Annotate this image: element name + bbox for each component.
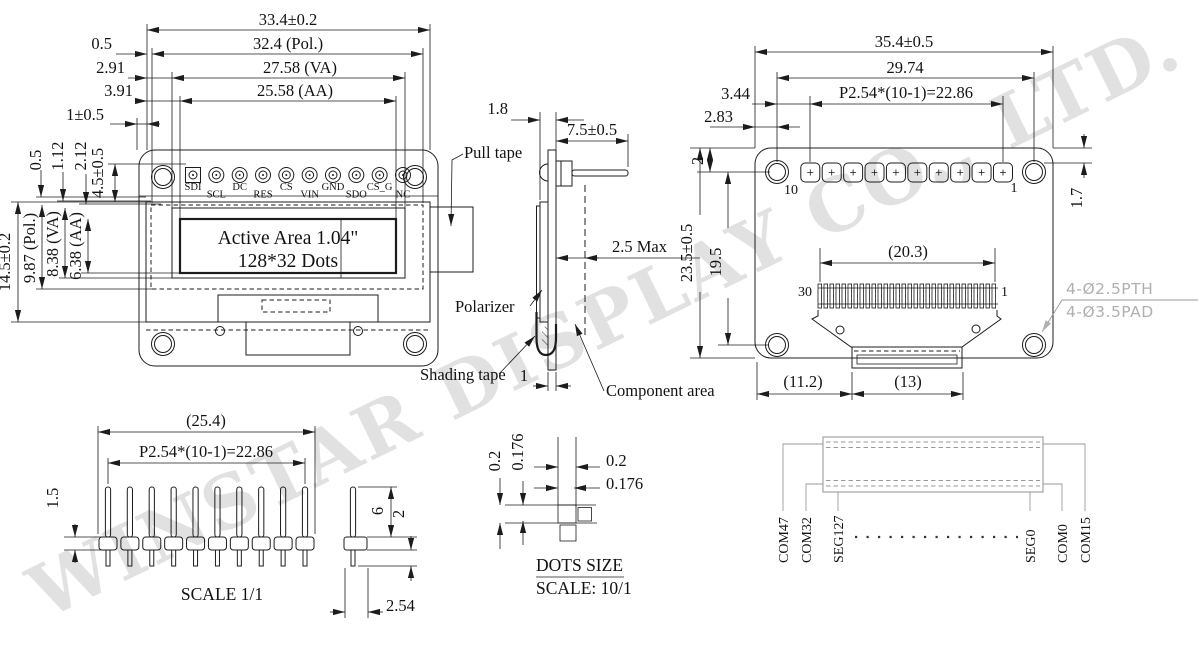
fpc-connector xyxy=(817,283,998,309)
polarizer-side xyxy=(536,205,541,319)
dim-29-74: 29.74 xyxy=(886,58,923,77)
pin-label: CS_G xyxy=(367,182,393,193)
dim-v-0-2: 0.2 xyxy=(485,451,504,472)
dim-h-0-176: 0.176 xyxy=(606,474,643,493)
solder-pad-row xyxy=(800,162,1013,183)
component-area-label: Component area xyxy=(606,381,715,400)
dim-19-5: 19.5 xyxy=(706,248,725,277)
dim-1-0-5: 1±0.5 xyxy=(66,105,104,124)
dim-25-58: 25.58 (AA) xyxy=(257,81,333,100)
header-pins xyxy=(98,486,315,567)
shading-tape-wrap xyxy=(535,312,558,357)
fpc-num-30: 30 xyxy=(798,285,812,300)
scale-1-1-label: SCALE 1/1 xyxy=(181,584,263,604)
dim-2-5-max: 2.5 Max xyxy=(612,237,668,256)
pin-header-view: (25.4) P2.54*(10-1)=22.86 1.5 6 2 2.54 S… xyxy=(43,411,417,618)
pin-label: SDI xyxy=(185,182,202,193)
dim-h-0-2: 0.2 xyxy=(606,451,627,470)
polarizer-label: Polarizer xyxy=(455,297,515,316)
label-com32: COM32 xyxy=(800,517,815,563)
label-seg127: SEG127 xyxy=(832,516,847,563)
hole-note-pth: 4-Ø2.5PTH xyxy=(1066,280,1153,298)
pin-label: DC xyxy=(232,182,247,193)
dots-size-scale: SCALE: 10/1 xyxy=(536,578,632,598)
dim-6-38: 6.38 (AA) xyxy=(66,212,85,280)
dim-11-2: (11.2) xyxy=(783,372,822,391)
dim-23-5: 23.5±0.5 xyxy=(677,224,696,283)
dot-cell xyxy=(577,507,592,522)
fpc-fold-hatch xyxy=(217,294,379,356)
back-view: 10 1 35.4±0.5 29.74 P2.54*(10-1)=22.86 3… xyxy=(677,32,1198,400)
label-com15: COM15 xyxy=(1079,517,1094,563)
pad-num-10: 10 xyxy=(784,183,798,198)
dim-2-91: 2.91 xyxy=(96,58,125,77)
pin-label: CS xyxy=(280,182,293,193)
dim-1-8: 1.8 xyxy=(487,99,508,118)
dim-20-3: (20.3) xyxy=(888,242,928,261)
pin-label: SDO xyxy=(346,190,367,201)
bottom-tab xyxy=(851,346,963,369)
pin-label: RES xyxy=(253,190,272,201)
dim-35-4: 35.4±0.5 xyxy=(875,32,934,51)
dim-9-87: 9.87 (Pol.) xyxy=(20,213,39,283)
dim-8-38: 8.38 (VA) xyxy=(43,211,62,277)
dim-33-4: 33.4±0.2 xyxy=(259,10,318,29)
dot-cell xyxy=(559,524,577,542)
label-seg0: SEG0 xyxy=(1024,530,1039,563)
dim-2-83: 2.83 xyxy=(704,107,733,126)
pin-label: NC xyxy=(396,190,411,201)
dim-27-58: 27.58 (VA) xyxy=(263,58,337,77)
dim-25-4: (25.4) xyxy=(186,411,226,430)
hole-note-pad: 4-Ø3.5PAD xyxy=(1066,303,1154,321)
dim-1-12: 1.12 xyxy=(48,142,67,171)
pin-label: VIN xyxy=(300,190,319,201)
label-com0: COM0 xyxy=(1056,524,1071,563)
fpc-num-1: 1 xyxy=(1001,285,1008,300)
dim-2-12: 2.12 xyxy=(71,142,90,171)
dim-v-0-176: 0.176 xyxy=(508,433,527,470)
side-view: 1.8 7.5±0.5 2.5 Max 1 Polarizer Shading … xyxy=(420,99,715,400)
pull-tape-label: Pull tape xyxy=(464,143,522,162)
dim-13: (13) xyxy=(894,372,922,391)
pad-num-1: 1 xyxy=(1011,181,1018,196)
pin-label: GND xyxy=(322,182,345,193)
pin-label: SCL xyxy=(207,190,226,201)
dim-3-91: 3.91 xyxy=(104,81,133,100)
active-area-text: Active Area 1.04" xyxy=(218,228,359,249)
dim-2: 2 xyxy=(688,157,707,165)
dim-1-7: 1.7 xyxy=(1067,188,1086,209)
dim-4-5: 4.5±0.5 xyxy=(88,148,107,198)
dim-3-44: 3.44 xyxy=(721,84,750,103)
shading-tape-label: Shading tape xyxy=(420,365,506,384)
pcb-side xyxy=(547,149,557,371)
dim-6: 6 xyxy=(368,507,387,515)
active-area-dots-text: 128*32 Dots xyxy=(238,251,338,272)
dim-32-4: 32.4 (Pol.) xyxy=(253,34,323,53)
dim-1: 1 xyxy=(520,366,528,385)
dots-size-title: DOTS SIZE xyxy=(536,555,623,575)
dim-0-5-top: 0.5 xyxy=(91,34,112,53)
dim-14-5: 14.5±0.2 xyxy=(0,233,14,292)
pin-side xyxy=(571,169,629,177)
dim-1-5: 1.5 xyxy=(43,488,62,509)
dim-0-5-left: 0.5 xyxy=(26,150,45,171)
dim-2-header: 2 xyxy=(389,510,408,518)
dim-p254-header: P2.54*(10-1)=22.86 xyxy=(139,442,273,461)
dots-size-view: 0.2 0.176 0.2 0.176 DOTS SIZE SCALE: 10/… xyxy=(485,433,643,598)
dim-7-5: 7.5±0.5 xyxy=(567,120,617,139)
label-com47: COM47 xyxy=(777,517,792,563)
segcom-diagram: COM47 COM32 SEG127 SEG0 COM0 COM15 xyxy=(777,436,1094,563)
glass-side xyxy=(539,201,549,323)
pin-header-side xyxy=(555,160,573,187)
dim-p254: P2.54*(10-1)=22.86 xyxy=(839,83,973,102)
dim-2-54: 2.54 xyxy=(386,596,415,615)
active-area-outline xyxy=(178,217,398,275)
dot-cell xyxy=(557,504,577,524)
